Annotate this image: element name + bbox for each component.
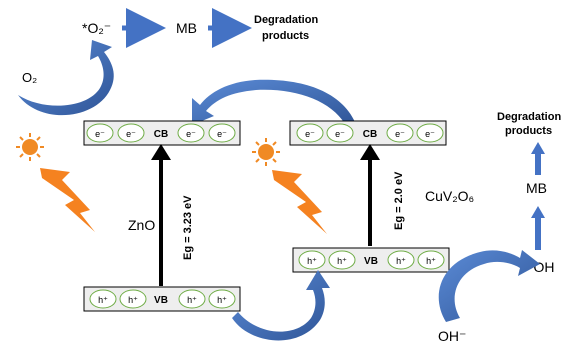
superoxide-label: *O₂⁻ [82, 20, 111, 36]
electron-circle [386, 123, 414, 143]
hole-circle [208, 289, 236, 309]
hole-circle [178, 289, 206, 309]
arrow-oh-to-mb-head [531, 206, 545, 218]
hole-transfer-arrow [232, 270, 330, 341]
top-products-line1: Degradation [254, 14, 318, 26]
left-sun-icon [16, 133, 44, 161]
electron-symbol: e⁻ [305, 129, 315, 139]
zno-vb-label: VB [154, 295, 168, 306]
electron-circle [326, 123, 354, 143]
electron-circle [86, 123, 114, 143]
cuv2o6-cb-electrons: e⁻ e⁻ CB e⁻ e⁻ [296, 123, 444, 143]
hole-circle [387, 250, 415, 270]
hole-circle [298, 250, 326, 270]
electron-symbol: e⁻ [335, 129, 345, 139]
cuv2o6-excitation-arrowhead [360, 144, 380, 160]
zno-bandgap-label: Eg = 3.23 eV [182, 195, 194, 260]
middle-lightning-icon [272, 170, 327, 234]
right-products-line1: Degradation [497, 111, 561, 123]
right-mb-label: MB [526, 180, 547, 196]
electron-circle [208, 123, 236, 143]
o2-curved-arrow [18, 40, 114, 116]
hole-symbol: h⁺ [98, 295, 108, 305]
zno-vb-holes: h⁺ h⁺ VB h⁺ h⁺ [89, 289, 236, 309]
hole-symbol: h⁺ [217, 295, 227, 305]
hole-circle [417, 250, 445, 270]
zno-excitation-arrowhead [151, 144, 171, 160]
hole-circle [119, 289, 147, 309]
electron-circle [296, 123, 324, 143]
electron-symbol: e⁻ [126, 129, 136, 139]
electron-symbol: e⁻ [425, 129, 435, 139]
left-lightning-icon [40, 168, 95, 232]
zno-cb-label: CB [154, 129, 168, 140]
cuv2o6-bandgap-label: Eg = 2.0 eV [393, 171, 405, 230]
top-mb-label: MB [176, 20, 197, 36]
hole-symbol: h⁺ [337, 256, 347, 266]
cuv2o6-vb-holes: h⁺ h⁺ VB h⁺ h⁺ [298, 250, 445, 270]
electron-symbol: e⁻ [217, 129, 227, 139]
hole-symbol: h⁺ [426, 256, 436, 266]
zno-cb-electrons: e⁻ e⁻ CB e⁻ e⁻ [86, 123, 236, 143]
electron-transfer-arrow [192, 79, 355, 125]
electron-circle [416, 123, 444, 143]
cuv2o6-vb-label: VB [364, 256, 378, 267]
electron-circle [177, 123, 205, 143]
hydroxide-label: OH⁻ [438, 328, 466, 344]
zno-label: ZnO [128, 217, 155, 233]
hole-circle [89, 289, 117, 309]
right-products-line2: products [505, 125, 552, 137]
hole-symbol: h⁺ [187, 295, 197, 305]
cuv2o6-label: CuV₂O₆ [425, 188, 474, 204]
electron-symbol: e⁻ [395, 129, 405, 139]
arrow-mb-to-right-products-head [531, 142, 545, 154]
electron-circle [117, 123, 145, 143]
o2-label: O₂ [22, 70, 37, 85]
hole-symbol: h⁺ [128, 295, 138, 305]
cuv2o6-cb-label: CB [363, 129, 377, 140]
hole-circle [328, 250, 356, 270]
hydroxide-curved-arrow [438, 250, 540, 322]
top-products-line2: products [262, 30, 309, 42]
hole-symbol: h⁺ [307, 256, 317, 266]
electron-symbol: e⁻ [95, 129, 105, 139]
middle-sun-icon [252, 138, 280, 166]
hole-symbol: h⁺ [396, 256, 406, 266]
electron-symbol: e⁻ [186, 129, 196, 139]
